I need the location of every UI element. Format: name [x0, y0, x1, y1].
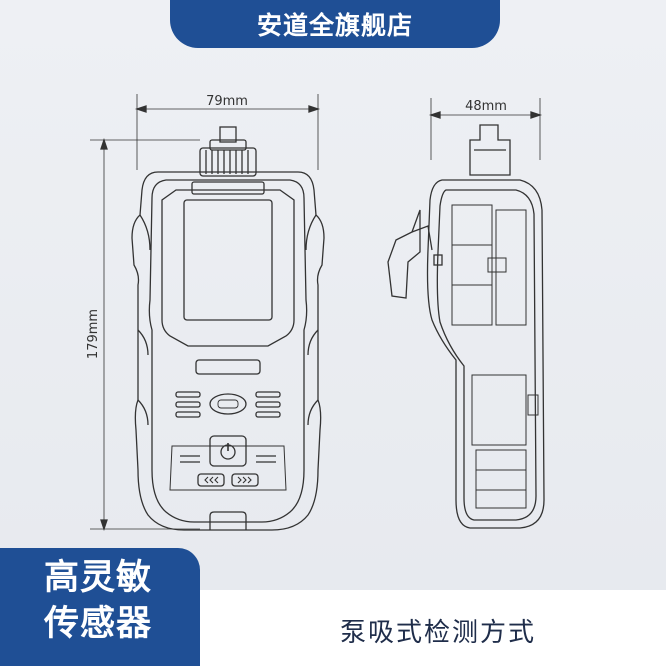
device-outline	[131, 171, 325, 531]
keypad-frame	[169, 445, 287, 491]
speaker-grille-left	[175, 391, 201, 418]
right-arrows-icon	[237, 476, 252, 484]
width-label: 79mm	[206, 94, 248, 109]
grip-ridges	[137, 214, 319, 426]
depth-dimension-line	[428, 98, 543, 160]
height-dimension-line	[90, 137, 200, 532]
side-profile-inner	[436, 189, 537, 521]
internal-components	[451, 204, 539, 509]
height-label: 179mm	[86, 309, 101, 359]
screen-bezel	[161, 189, 295, 347]
top-label-slot	[191, 181, 265, 195]
brand-strip	[195, 359, 261, 375]
feature-title-line2: 传感器	[44, 604, 153, 644]
detection-mode-caption: 泵吸式检测方式	[340, 618, 537, 648]
feature-title-line1: 高灵敏	[44, 558, 153, 598]
feature-tag-block	[0, 548, 200, 666]
side-inlet	[469, 124, 511, 176]
left-arrow-button[interactable]	[197, 473, 225, 487]
right-button-lines	[256, 455, 276, 463]
device-inner-outline	[148, 179, 308, 523]
speaker-grille-right	[255, 391, 281, 418]
width-dimension-line	[134, 94, 321, 170]
belt-clip	[387, 209, 421, 299]
power-button[interactable]	[209, 435, 247, 467]
store-banner: 安道全旗舰店	[170, 0, 500, 48]
display-screen	[183, 199, 273, 321]
bottom-port	[209, 511, 247, 530]
left-arrows-icon	[204, 476, 219, 484]
right-arrow-button[interactable]	[231, 473, 259, 487]
store-name: 安道全旗舰店	[256, 11, 413, 40]
logo-oval	[209, 393, 247, 415]
gas-inlet	[199, 126, 257, 177]
depth-label: 48mm	[465, 99, 507, 114]
side-profile	[426, 179, 545, 529]
left-button-lines	[180, 455, 200, 463]
